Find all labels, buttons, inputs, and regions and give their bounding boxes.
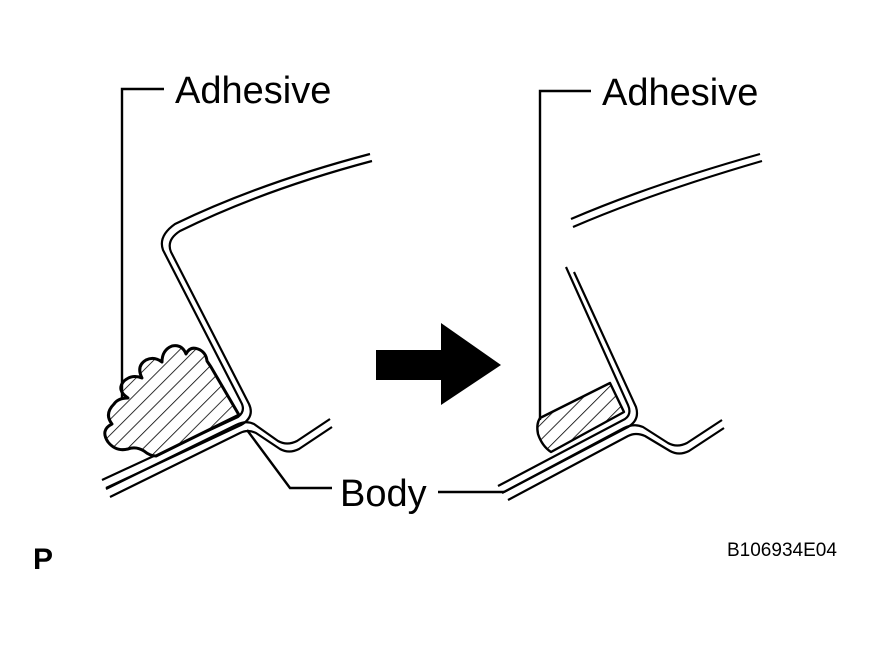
right-glass-upper-inner <box>572 159 763 229</box>
right-glass-upper-outer <box>570 152 761 221</box>
left-adhesive-label: Adhesive <box>175 70 331 112</box>
left-body-line-upper <box>105 418 331 490</box>
right-panel: Adhesive <box>497 72 763 501</box>
right-body-line-upper <box>503 419 723 493</box>
right-glass-outer-line <box>497 266 631 487</box>
left-adhesive-leader <box>120 87 164 400</box>
corner-mark: P <box>33 543 53 576</box>
right-adhesive-bead <box>536 381 626 454</box>
left-glass-inner-line <box>105 159 373 489</box>
arrow-right-icon <box>376 323 501 405</box>
left-panel: Adhesive <box>101 70 373 498</box>
left-body-line-lower <box>109 426 333 498</box>
right-body-line-lower <box>507 427 725 501</box>
right-adhesive-label: Adhesive <box>602 72 758 114</box>
figure-code: B106934E04 <box>727 540 837 561</box>
left-glass-outer-line <box>101 152 371 481</box>
left-adhesive-bead <box>103 344 241 458</box>
body-leader-left <box>246 429 332 490</box>
right-adhesive-leader <box>538 89 591 420</box>
body-label: Body <box>340 473 427 515</box>
